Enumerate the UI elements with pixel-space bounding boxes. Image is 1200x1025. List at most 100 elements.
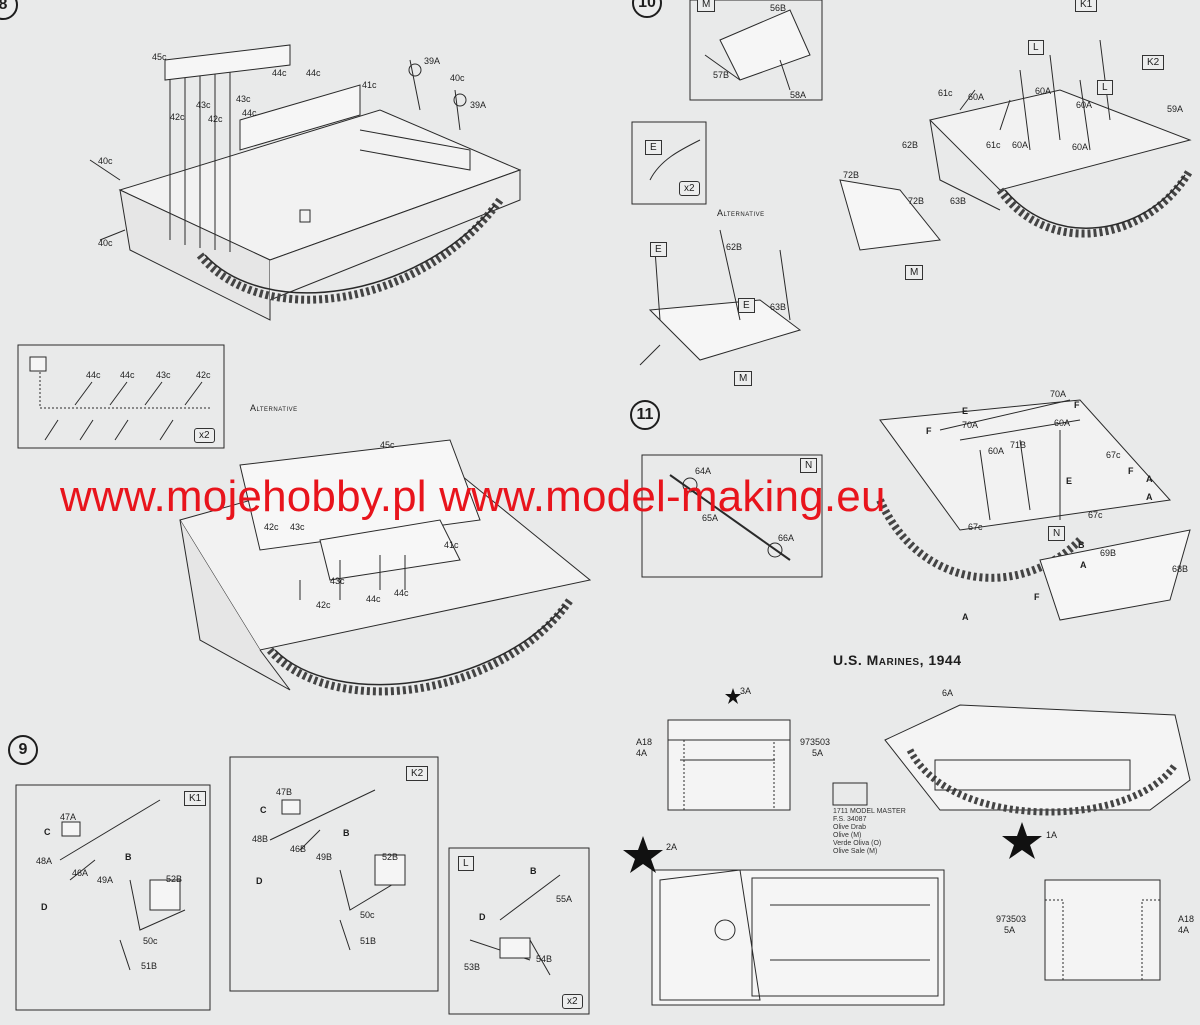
- part-label: 57B: [713, 70, 730, 80]
- step9-k1-box: [15, 784, 211, 1011]
- part-label: 47B: [276, 787, 293, 797]
- step8-inset-box: [17, 344, 225, 449]
- part-label: 52B: [166, 874, 183, 884]
- step10-e-box: [631, 121, 707, 205]
- e-tag: E: [645, 140, 662, 155]
- part-label: 41c: [444, 540, 459, 550]
- step9-k2-box: [229, 756, 439, 992]
- part-label: 60A: [1076, 100, 1093, 110]
- part-label: 44c: [306, 68, 321, 78]
- marking-label: 5A: [1004, 925, 1016, 935]
- k2-tag: K2: [1142, 55, 1165, 70]
- part-label: 56B: [770, 3, 787, 13]
- part-label: 50c: [143, 936, 158, 946]
- step10-vehicle-drawing: [839, 39, 1194, 251]
- marking-label: 2A: [666, 842, 678, 852]
- k1-tag: K1: [184, 791, 207, 806]
- part-label: 64A: [695, 466, 712, 476]
- callout-letter: A: [1080, 560, 1087, 570]
- part-label: 60A: [968, 92, 985, 102]
- part-label: 67c: [968, 522, 983, 532]
- part-label: 43c: [196, 100, 211, 110]
- part-label: 39A: [470, 100, 487, 110]
- multiplier-badge: x2: [679, 181, 700, 196]
- paint-spec: 1711 MODEL MASTER F.S. 34087 Olive Drab …: [833, 808, 906, 855]
- part-label: 39A: [424, 56, 441, 66]
- part-label: 54B: [536, 954, 553, 964]
- part-label: 69B: [1100, 548, 1117, 558]
- marking-label: 5A: [812, 748, 824, 758]
- marking-top-view: [651, 869, 945, 1006]
- part-label: 44c: [272, 68, 287, 78]
- part-label: 53B: [464, 962, 481, 972]
- callout-letter: A: [962, 612, 969, 622]
- part-label: 49A: [97, 875, 114, 885]
- callout-letter: A: [1146, 474, 1153, 484]
- callout-letter: B: [530, 866, 537, 876]
- part-label: 44c: [242, 108, 257, 118]
- callout-letter: D: [479, 912, 486, 922]
- part-label: 72B: [843, 170, 860, 180]
- part-label: 70A: [1050, 389, 1067, 399]
- part-label: 49B: [316, 852, 333, 862]
- part-label: 65A: [702, 513, 719, 523]
- m-tag: M: [697, 0, 716, 12]
- part-label: 55A: [556, 894, 573, 904]
- k1-tag: K1: [1075, 0, 1098, 12]
- part-label: 52B: [382, 852, 399, 862]
- step-9-number: 9: [8, 735, 38, 765]
- marking-title: U.S. Marines, 1944: [833, 652, 962, 668]
- part-label: 46B: [290, 844, 307, 854]
- l-tag: L: [458, 856, 474, 871]
- marking-label: 973503: [800, 737, 831, 747]
- step-11-number: 11: [630, 400, 660, 430]
- part-label: 67c: [1106, 450, 1121, 460]
- callout-letter: B: [343, 828, 350, 838]
- marking-front-view: [667, 719, 791, 811]
- marking-label: 3A: [740, 686, 752, 696]
- part-label: 60A: [988, 446, 1005, 456]
- part-label: 44c: [120, 370, 135, 380]
- part-label: 44c: [86, 370, 101, 380]
- part-label: 42c: [170, 112, 185, 122]
- marking-label: 1A: [1046, 830, 1058, 840]
- alternative-label: Alternative: [717, 208, 765, 218]
- part-label: 59A: [1167, 104, 1184, 114]
- callout-letter: A: [1146, 492, 1153, 502]
- part-label: 45c: [152, 52, 167, 62]
- l-tag: L: [1028, 40, 1044, 55]
- part-label: 40c: [98, 156, 113, 166]
- step8-alt-vehicle-drawing: [179, 439, 592, 696]
- part-label: 60A: [1012, 140, 1029, 150]
- part-label: 70A: [962, 420, 979, 430]
- e-tag: E: [738, 298, 755, 313]
- k2-tag: K2: [406, 766, 429, 781]
- part-label: 42c: [316, 600, 331, 610]
- part-label: 43c: [330, 576, 345, 586]
- callout-letter: B: [125, 852, 132, 862]
- marking-side-view: [884, 704, 1191, 816]
- part-label: 62B: [726, 242, 743, 252]
- step11-vehicle-drawing: [876, 399, 1191, 621]
- callout-letter: C: [44, 827, 51, 837]
- part-label: 44c: [366, 594, 381, 604]
- part-label: 51B: [141, 961, 158, 971]
- part-label: 60A: [1054, 418, 1071, 428]
- step9-l-box: [448, 847, 590, 1015]
- part-label: 47A: [60, 812, 77, 822]
- callout-letter: E: [962, 406, 969, 416]
- part-label: 48A: [36, 856, 53, 866]
- part-label: 67c: [1088, 510, 1103, 520]
- paint-chip: [832, 782, 868, 806]
- part-label: 60A: [1072, 142, 1089, 152]
- part-label: 40c: [98, 238, 113, 248]
- callout-letter: C: [260, 805, 267, 815]
- n-tag: N: [800, 458, 818, 473]
- marking-label: A18: [636, 737, 653, 747]
- part-label: 61c: [986, 140, 1001, 150]
- marking-label: 4A: [1178, 925, 1190, 935]
- callout-letter: B: [1078, 540, 1085, 550]
- part-label: 42c: [196, 370, 211, 380]
- star-insignia-front: [725, 688, 741, 704]
